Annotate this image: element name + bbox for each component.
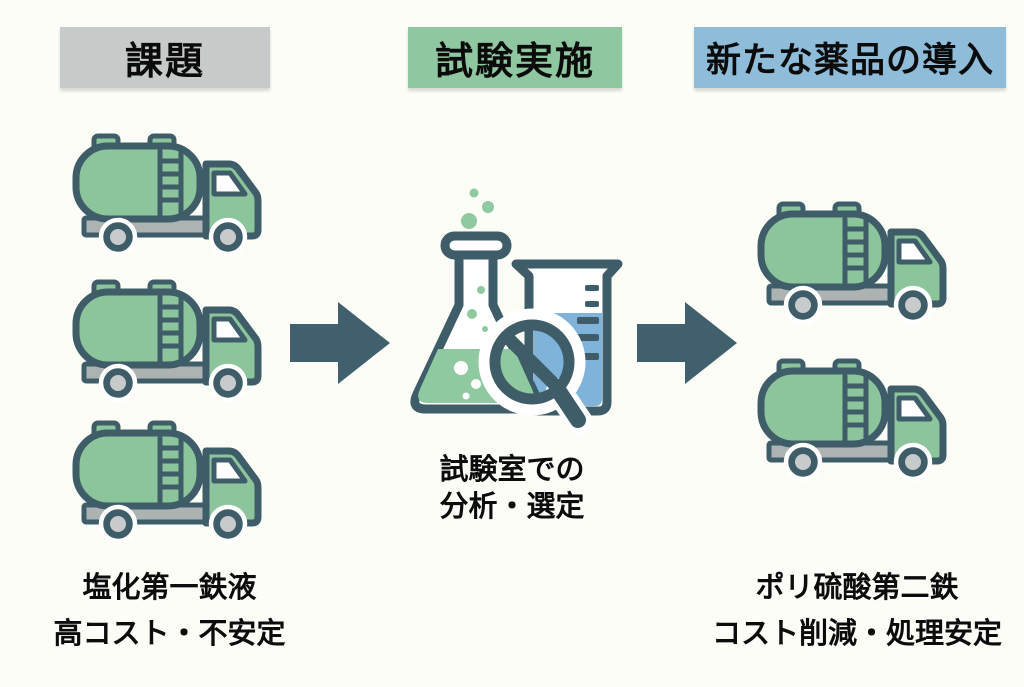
caption-challenge: 塩化第一鉄液 高コスト・不安定: [42, 565, 297, 657]
caption-adoption-line1: ポリ硫酸第二鉄: [755, 572, 959, 604]
tanker-truck-icon: [72, 420, 264, 544]
flask-beaker-magnifier-icon: [410, 188, 623, 435]
caption-testing-line2: 分析・選定: [439, 491, 585, 523]
tanker-truck-icon: [757, 358, 949, 482]
beaker-scale-ticks: [577, 285, 599, 360]
caption-adoption-line2: コスト削減・処理安定: [711, 618, 1002, 650]
caption-testing-line1: 試験室での: [439, 454, 585, 486]
column-header-challenge: 課題: [60, 27, 270, 88]
caption-adoption: ポリ硫酸第二鉄 コスト削減・処理安定: [698, 565, 1016, 657]
column-header-adoption: 新たな薬品の導入: [694, 27, 1006, 88]
column-header-testing: 試験実施: [408, 27, 622, 88]
magnifier-icon: [478, 308, 593, 435]
caption-challenge-line1: 塩化第一鉄液: [82, 572, 257, 604]
tanker-truck-icon: [72, 279, 264, 403]
caption-challenge-line2: 高コスト・不安定: [53, 618, 286, 650]
tanker-truck-icon: [757, 201, 949, 325]
right-arrow-icon: [637, 302, 737, 384]
caption-testing: 試験室での 分析・選定: [387, 452, 637, 526]
right-arrow-icon: [290, 302, 390, 384]
tanker-truck-icon: [72, 133, 264, 257]
